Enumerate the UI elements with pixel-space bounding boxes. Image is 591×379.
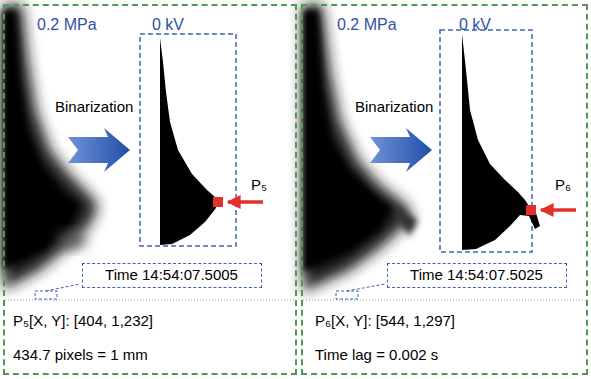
figure-panel: 0.2 MPa 0 kV BinarizationP₆ P₆[X, Y]: [544,… bbox=[301, 4, 588, 375]
timestamp: Time 14:54:07.5005 bbox=[105, 266, 238, 283]
zoom-leader bbox=[347, 284, 385, 291]
panel-label: P₆[X, Y]: [544, 1,297] bbox=[315, 312, 455, 329]
panel-label: P₆ bbox=[555, 176, 571, 193]
panel-label: Binarization bbox=[355, 98, 433, 115]
image-edge bbox=[303, 300, 586, 301]
timestamp-box: Time 14:54:07.5025 bbox=[387, 263, 567, 288]
zoom-marker bbox=[336, 291, 358, 299]
zoom-leader bbox=[46, 284, 80, 291]
panel-label: P₅[X, Y]: [404, 1,232] bbox=[13, 312, 153, 329]
figure-panel: 0.2 MPa 0 kV BinarizationP₅ P₅[X, Y]: [404,… bbox=[3, 4, 297, 375]
tip-marker bbox=[213, 197, 223, 207]
tip-marker bbox=[526, 205, 536, 215]
pointer-arrow bbox=[541, 208, 576, 212]
panel-label: 434.7 pixels = 1 mm bbox=[13, 346, 148, 363]
binarized-jet bbox=[462, 34, 540, 250]
timestamp-box: Time 14:54:07.5005 bbox=[82, 263, 262, 288]
panel-label: Binarization bbox=[55, 98, 133, 115]
panel-label: 0 kV bbox=[459, 16, 491, 34]
binarized-jet bbox=[160, 38, 216, 245]
panel-label: 0.2 MPa bbox=[37, 16, 97, 34]
panel-label: Time lag = 0.002 s bbox=[315, 346, 438, 363]
pointer-arrow bbox=[228, 200, 263, 204]
panel-label: 0 kV bbox=[152, 16, 184, 34]
panel-label: P₅ bbox=[251, 176, 267, 193]
panel-label: 0.2 MPa bbox=[337, 16, 397, 34]
timestamp: Time 14:54:07.5025 bbox=[410, 266, 543, 283]
process-arrow bbox=[68, 128, 130, 172]
zoom-marker bbox=[35, 291, 57, 299]
image-edge bbox=[5, 300, 296, 301]
binarized-frame bbox=[140, 34, 236, 246]
process-arrow bbox=[370, 128, 432, 172]
